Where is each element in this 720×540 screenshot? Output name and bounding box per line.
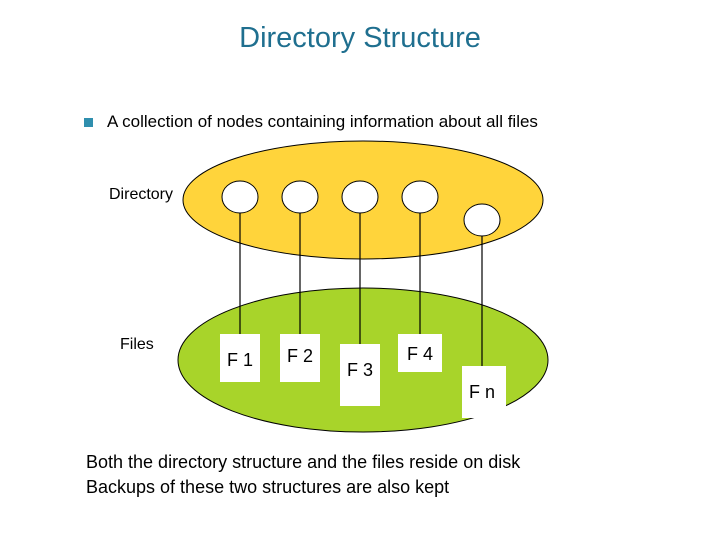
- file-label-f3: F 3: [347, 360, 373, 380]
- bullet-point: A collection of nodes containing informa…: [84, 112, 538, 132]
- file-box: [340, 344, 380, 406]
- directory-node: [221, 180, 259, 214]
- footer-line-1: Both the directory structure and the fil…: [86, 452, 521, 472]
- file-label-f2: F 2: [287, 346, 313, 366]
- file-box: [220, 334, 260, 382]
- directory-node: [401, 180, 439, 214]
- file-label-fn: F n: [469, 382, 495, 402]
- file-box: [398, 334, 442, 372]
- directory-node: [341, 180, 379, 214]
- file-label-f1: F 1: [227, 350, 253, 370]
- file-box: [280, 334, 320, 382]
- footer-text: Both the directory structure and the fil…: [86, 450, 520, 500]
- square-bullet-icon: [84, 117, 93, 127]
- page-title: Directory Structure: [239, 22, 481, 54]
- footer-line-2: Backups of these two structures are also…: [86, 477, 450, 497]
- directory-node: [281, 180, 319, 214]
- directory-node: [463, 203, 501, 237]
- bullet-text: A collection of nodes containing informa…: [107, 112, 538, 131]
- files-label: Files: [120, 336, 154, 353]
- file-box: [462, 366, 506, 418]
- file-label-f4: F 4: [407, 344, 433, 364]
- directory-label: Directory: [109, 186, 174, 203]
